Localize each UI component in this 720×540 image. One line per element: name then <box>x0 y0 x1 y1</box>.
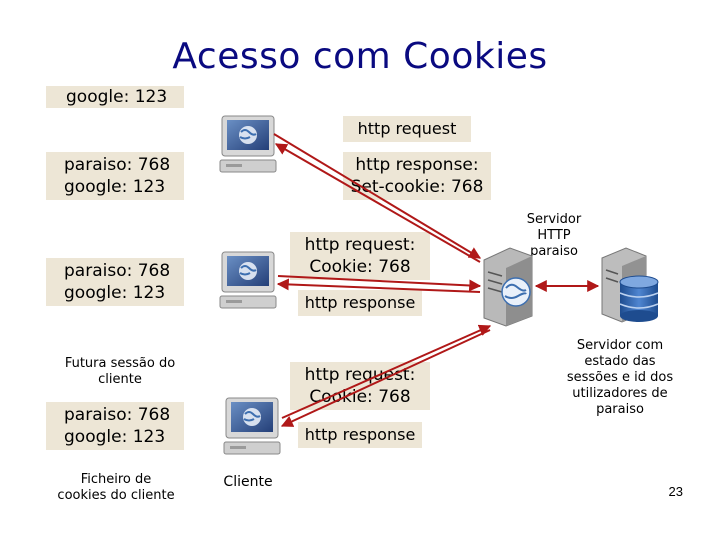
arrow-response-1 <box>274 143 481 263</box>
arrow-response-3 <box>280 329 491 427</box>
page-number: 23 <box>668 484 683 499</box>
cookie-file-future-session: paraiso: 768 google: 123 <box>46 402 184 450</box>
http-response-set-cookie-box: http response: Set-cookie: 768 <box>343 152 491 200</box>
cookie-line: google: 123 <box>66 87 168 107</box>
cookie-file-caption: Ficheiro de cookies do cliente <box>57 472 175 503</box>
http-response-box-2: http response <box>298 422 422 448</box>
globe-icon <box>501 277 531 307</box>
cookie-line: google: 123 <box>64 427 166 447</box>
client-computer-icon <box>223 397 281 455</box>
arrow-request-1 <box>273 133 482 259</box>
http-request-cookie-box-1: http request: Cookie: 768 <box>290 232 430 280</box>
server-caption: Servidor HTTP paraiso <box>526 212 582 259</box>
cookie-line: paraiso: 768 <box>64 261 171 281</box>
cookie-file-initial: google: 123 <box>46 86 184 108</box>
http-request-box: http request <box>343 116 471 142</box>
arrow-request-3 <box>281 324 492 419</box>
client-computer-icon <box>219 251 277 309</box>
cookie-file-after-set: paraiso: 768 google: 123 <box>46 152 184 200</box>
cookie-line: paraiso: 768 <box>64 155 171 175</box>
http-response-box-1: http response <box>298 290 422 316</box>
cookie-line: paraiso: 768 <box>64 405 171 425</box>
arrow-request-2 <box>277 275 482 292</box>
database-icon <box>619 275 659 322</box>
database-caption: Servidor com estado das sessões e id dos… <box>566 338 674 417</box>
cookie-line: google: 123 <box>64 283 166 303</box>
cookie-file-second-request: paraiso: 768 google: 123 <box>46 258 184 306</box>
slide-title: Acesso com Cookies <box>172 36 548 77</box>
future-session-caption: Futura sessão do cliente <box>64 356 176 387</box>
client-computer-icon <box>219 115 277 173</box>
client-caption: Cliente <box>223 474 273 490</box>
arrow-response-2 <box>276 278 481 293</box>
cookie-line: google: 123 <box>64 177 166 197</box>
